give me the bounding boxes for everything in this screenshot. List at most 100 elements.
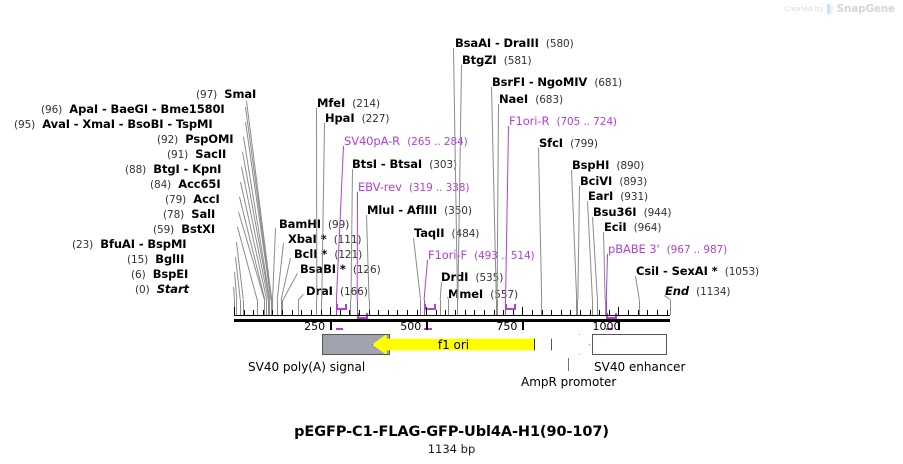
enzyme-label-bsrfi[interactable]: BsrFI - NgoMIV (681) xyxy=(492,76,622,89)
restriction-site-tick xyxy=(495,300,497,315)
ruler-tick xyxy=(493,310,495,315)
enzyme-position-eari: (931) xyxy=(620,191,649,203)
ruler-tick xyxy=(291,310,293,315)
enzyme-label-smai[interactable]: (97) SmaI xyxy=(196,88,256,101)
ruler-tick xyxy=(445,310,447,315)
ruler-tick xyxy=(541,310,543,315)
enzyme-name-pbabe3: pBABE 3' xyxy=(608,242,660,256)
enzyme-label-end[interactable]: End (1134) xyxy=(665,284,731,298)
enzyme-label-pspomi[interactable]: (92) PspOMI xyxy=(157,133,234,146)
enzyme-label-pbabe3[interactable]: pBABE 3' (967 .. 987) xyxy=(608,243,727,256)
ruler-tick xyxy=(599,310,601,315)
feature-ampr-promoter-label: AmpR promoter xyxy=(521,375,617,389)
ruler-tick xyxy=(339,310,341,315)
enzyme-label-acc65i[interactable]: (84) Acc65I xyxy=(150,178,221,191)
enzyme-label-ecii[interactable]: EciI (964) xyxy=(604,221,661,234)
ruler-tick xyxy=(656,310,658,315)
enzyme-position-end: (1134) xyxy=(696,286,731,298)
primer-range-bracket xyxy=(335,304,348,310)
restriction-site-tick xyxy=(576,300,578,315)
ruler-tick-label-250: 250 xyxy=(304,320,326,333)
ruler-tick xyxy=(272,310,274,315)
enzyme-position-sali: (78) xyxy=(163,209,185,221)
ruler-tick xyxy=(234,307,235,315)
restriction-site-tick xyxy=(271,300,273,315)
page-title: pEGFP-C1-FLAG-GFP-Ubl4A-H1(90-107) xyxy=(294,424,609,440)
enzyme-name-acc65i: Acc65I xyxy=(178,177,221,191)
enzyme-label-start[interactable]: (0) Start xyxy=(135,283,189,296)
ruler-tick xyxy=(512,310,514,315)
ruler-tick xyxy=(253,310,255,315)
enzyme-position-xbai: (111) xyxy=(333,234,362,246)
enzyme-label-btsi[interactable]: BtsI - BtsaI (303) xyxy=(352,158,457,171)
enzyme-position-bstxi: (59) xyxy=(153,224,175,236)
ruler-tick xyxy=(330,307,332,315)
enzyme-label-f1orir[interactable]: F1ori-R (705 .. 724) xyxy=(509,115,617,128)
ruler-tick xyxy=(349,310,351,315)
enzyme-position-btgzi: (581) xyxy=(503,55,532,67)
ruler-tick xyxy=(483,310,485,315)
enzyme-position-mfei: (214) xyxy=(352,98,380,110)
restriction-site-tick xyxy=(297,300,299,315)
restriction-site-tick xyxy=(604,300,606,315)
enzyme-label-bfuai[interactable]: (23) BfuAI - BspMI xyxy=(72,238,187,251)
restriction-site-tick xyxy=(269,300,271,315)
ruler-tick xyxy=(464,310,466,315)
restriction-site-tick xyxy=(316,300,318,315)
enzyme-position-start: (0) xyxy=(135,284,150,296)
enzyme-name-btsi: BtsI - BtsaI xyxy=(352,157,423,171)
enzyme-label-naei[interactable]: NaeI (683) xyxy=(499,93,563,106)
enzyme-name-mlui: MluI - AflIII xyxy=(367,203,438,217)
enzyme-name-btgi: BtgI - KpnI xyxy=(153,162,222,176)
ruler-tick xyxy=(416,310,418,315)
enzyme-label-eari[interactable]: EarI (931) xyxy=(588,190,648,203)
enzyme-name-sali: SalI xyxy=(191,207,216,221)
enzyme-label-acci[interactable]: (79) AccI xyxy=(165,193,220,206)
enzyme-name-end: End xyxy=(665,284,689,298)
enzyme-name-f1orir: F1ori-R xyxy=(509,114,550,128)
enzyme-label-bspei[interactable]: (6) BspEI xyxy=(131,268,188,281)
enzyme-label-sfci[interactable]: SfcI (799) xyxy=(539,137,598,150)
enzyme-position-f1orir: (705 .. 724) xyxy=(556,116,617,128)
ruler-tick xyxy=(666,310,668,315)
enzyme-position-bspei: (6) xyxy=(131,269,146,281)
watermark-created-by-text: Created by xyxy=(784,5,824,13)
enzyme-label-btgi[interactable]: (88) BtgI - KpnI xyxy=(125,163,221,176)
restriction-site-tick xyxy=(256,300,258,315)
ruler-major-tick-250 xyxy=(330,321,333,330)
enzyme-label-mfei[interactable]: MfeI (214) xyxy=(317,97,380,110)
enzyme-label-sv40par[interactable]: SV40pA-R (265 .. 284) xyxy=(344,135,468,148)
enzyme-label-sali[interactable]: (78) SalI xyxy=(163,208,215,221)
enzyme-label-bsu36i[interactable]: Bsu36I (944) xyxy=(593,206,671,219)
primer-range-bracket xyxy=(505,304,517,310)
ruler-tick xyxy=(426,307,428,315)
ruler-tick xyxy=(282,310,284,315)
enzyme-label-apai[interactable]: (96) ApaI - BaeGI - Bme1580I xyxy=(41,103,225,116)
ruler-tick xyxy=(618,307,620,315)
enzyme-label-bsaai[interactable]: BsaAI - DraIII (580) xyxy=(455,37,574,50)
ruler-tick xyxy=(647,310,649,315)
enzyme-name-drdi: DrdI xyxy=(441,270,469,284)
enzyme-label-bstxi[interactable]: (59) BstXI xyxy=(153,223,215,236)
enzyme-position-btgi: (88) xyxy=(125,164,147,176)
enzyme-label-bglii[interactable]: (15) BglII xyxy=(127,253,184,266)
enzyme-label-sacii[interactable]: (91) SacII xyxy=(167,148,226,161)
restriction-site-tick xyxy=(577,300,579,315)
enzyme-position-btsi: (303) xyxy=(429,159,457,171)
enzyme-position-bcli: (121) xyxy=(334,249,363,261)
enzyme-label-bcivi[interactable]: BciVI (893) xyxy=(580,175,647,188)
enzyme-label-btgzi[interactable]: BtgZI (581) xyxy=(462,54,532,67)
enzyme-label-bcli[interactable]: BclI * (121) xyxy=(294,248,362,261)
enzyme-label-bsphi[interactable]: BspHI (890) xyxy=(572,159,644,172)
ruler-tick-label-500: 500 xyxy=(400,320,422,333)
enzyme-position-avai: (95) xyxy=(14,119,36,131)
enzyme-name-smai: SmaI xyxy=(224,87,257,101)
enzyme-label-drai[interactable]: DraI (166) xyxy=(306,285,368,298)
enzyme-label-avai[interactable]: (95) AvaI - XmaI - BsoBI - TspMI xyxy=(14,118,213,131)
watermark-brand-text: SnapGene xyxy=(836,3,896,15)
enzyme-label-hpai[interactable]: HpaI (227) xyxy=(325,112,389,125)
restriction-site-tick xyxy=(321,300,323,315)
feature-sv40-enhancer[interactable] xyxy=(592,334,667,355)
ruler-tick xyxy=(320,310,322,315)
enzyme-label-csii[interactable]: CsiI - SexAI * (1053) xyxy=(636,265,759,278)
